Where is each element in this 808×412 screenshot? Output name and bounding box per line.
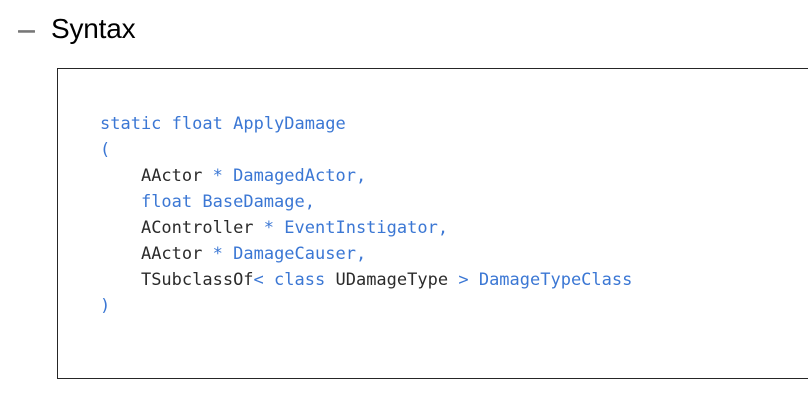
section-header: Syntax	[0, 0, 136, 58]
code-token-op: *	[212, 244, 223, 264]
code-token-op: )	[100, 296, 111, 316]
code-token-type: UDamageType	[335, 270, 449, 290]
code-block-inner: static float ApplyDamage ( AActor * Dama…	[58, 69, 808, 319]
code-token-op: <	[253, 270, 264, 290]
code-token-type: AActor	[140, 166, 203, 186]
code-token-op: >	[458, 270, 469, 290]
code-token-kw: float	[140, 192, 193, 212]
code-block: static float ApplyDamage ( AActor * Dama…	[57, 68, 808, 379]
code-token-var: DamagedActor,	[233, 166, 367, 186]
section-title: Syntax	[51, 13, 136, 44]
code-token-op: (	[100, 140, 111, 160]
code-token-type: TSubclassOf	[140, 270, 254, 290]
code-token-var: DamageCauser,	[233, 244, 367, 264]
code-token-type: AController	[140, 218, 254, 238]
code-token-op: *	[263, 218, 275, 238]
code-token-var: BaseDamage,	[202, 192, 315, 212]
minus-icon-bar	[18, 29, 35, 33]
code-token-op: *	[212, 166, 223, 186]
code-token-kw: float	[171, 114, 223, 134]
minus-icon[interactable]	[18, 23, 35, 40]
code-token-fn: ApplyDamage	[233, 114, 346, 134]
code-snippet[interactable]: static float ApplyDamage ( AActor * Dama…	[100, 111, 808, 319]
code-token-var: EventInstigator,	[284, 218, 449, 238]
code-token-var: DamageTypeClass	[478, 270, 633, 290]
code-token-kw: class	[274, 270, 326, 290]
code-token-kw: static	[100, 114, 162, 134]
code-token-type: AActor	[140, 244, 203, 264]
